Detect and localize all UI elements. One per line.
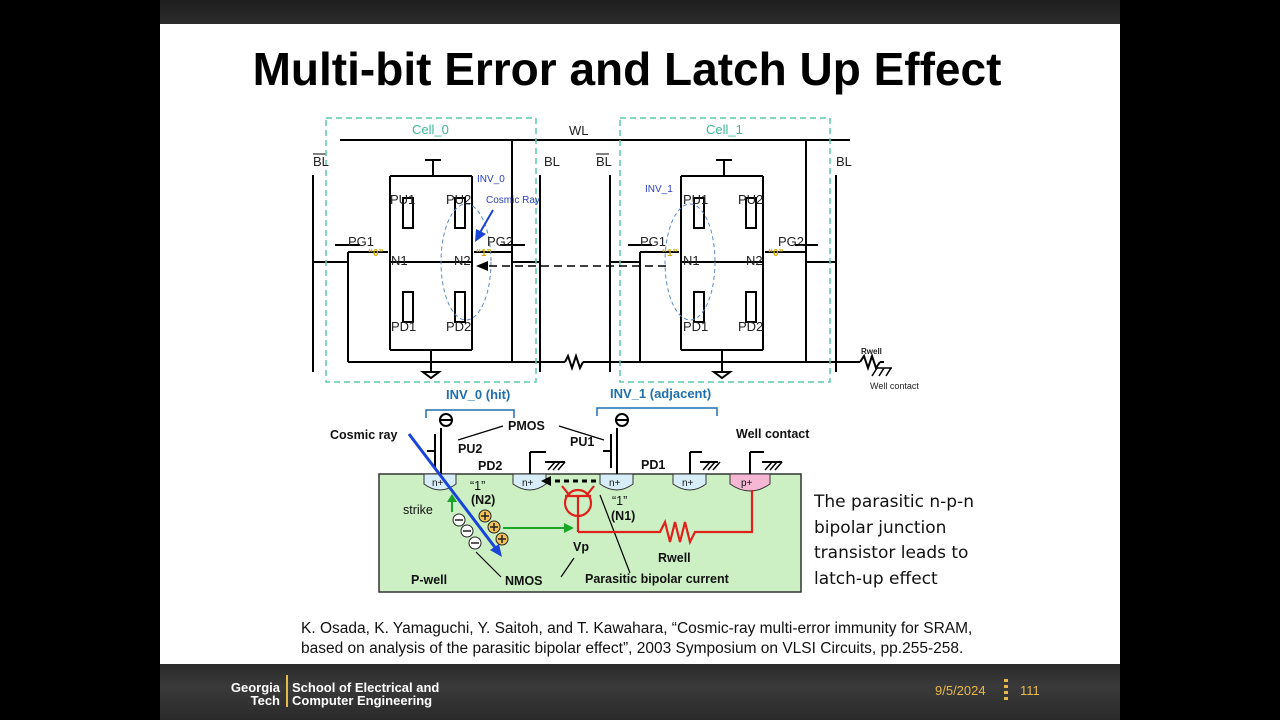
bl-label-1: BL	[836, 154, 852, 169]
n2-cross-label: (N2)	[471, 493, 495, 507]
pd2-cross-label: PD2	[478, 459, 502, 473]
pplus-label: p+	[741, 478, 753, 489]
logo-tech: Tech	[250, 693, 280, 708]
school-logo: Georgia Tech School of Electrical and Co…	[220, 675, 470, 709]
cosmic-ray-label: Cosmic Ray	[486, 195, 540, 206]
reference-line-1: K. Osada, K. Yamaguchi, Y. Saitoh, and T…	[301, 620, 973, 637]
parasitic-current-label: Parasitic bipolar current	[585, 572, 730, 586]
pg1-label-1: PG1	[640, 234, 666, 249]
n1-cross-label: (N1)	[611, 509, 635, 523]
inv-0-outline	[440, 203, 492, 321]
cell-0-box	[325, 117, 537, 383]
pg2-label-1: PG2	[778, 234, 804, 249]
vp-label: Vp	[573, 540, 589, 554]
cosmic-ray-text: Cosmic ray	[330, 428, 397, 442]
footer-separator	[1004, 679, 1008, 703]
n1-label-1: N1	[683, 253, 700, 268]
value-zero-0: “0”	[368, 248, 384, 259]
logo-divider	[286, 675, 288, 707]
cosmic-ray-path	[407, 433, 499, 551]
pg1-label-0: PG1	[348, 234, 374, 249]
value-one-1: “1”	[662, 248, 678, 259]
inv-1-outline	[664, 203, 716, 321]
inv1-label: INV_1	[645, 184, 673, 195]
one-cross-label-1: “1”	[612, 494, 627, 508]
pmos-label: PMOS	[508, 419, 545, 433]
slide: Multi-bit Error and Latch Up Effect	[160, 24, 1120, 664]
wl-label: WL	[569, 123, 589, 138]
logo-georgia: Georgia	[230, 680, 280, 695]
nplus-label: n+	[682, 478, 694, 489]
pd2-label-1: PD2	[738, 319, 763, 334]
cell-1-label: Cell_1	[706, 122, 743, 137]
cell-0-label: Cell_0	[412, 122, 449, 137]
logo-school-line-2: Computer Engineering	[292, 693, 433, 708]
top-bar	[160, 0, 1120, 24]
slide-title: Multi-bit Error and Latch Up Effect	[252, 43, 1002, 95]
pu2-label-1: PU2	[738, 192, 763, 207]
well-contact-cross-label: Well contact	[736, 427, 810, 441]
pu2-label-0: PU2	[446, 192, 471, 207]
pd1-label-0: PD1	[391, 319, 416, 334]
reference: K. Osada, K. Yamaguchi, Y. Saitoh, and T…	[301, 619, 1061, 659]
page-number: 111	[1020, 683, 1040, 698]
pu1-cross-label: PU1	[570, 435, 594, 449]
inv0-hit-label: INV_0 (hit)	[446, 387, 510, 402]
pg2-label-0: PG2	[487, 234, 513, 249]
nplus-region	[599, 473, 634, 491]
pu1-label-1: PU1	[683, 192, 708, 207]
nplus-label: n+	[609, 478, 621, 489]
pd2-label-0: PD2	[446, 319, 471, 334]
bl-label-0: BL	[544, 154, 560, 169]
rwell-label: Rwell	[861, 347, 882, 356]
nplus-region	[512, 473, 547, 491]
reference-line-2: based on analysis of the parasitic bipol…	[301, 640, 964, 657]
pu1-label-0: PU1	[390, 192, 415, 207]
blb-label-0: BL	[313, 154, 329, 169]
pu2-cross-label: PU2	[458, 442, 482, 456]
value-one-0: “1”	[476, 248, 492, 259]
nplus-label: n+	[432, 478, 444, 489]
footer: Georgia Tech School of Electrical and Co…	[160, 664, 1120, 720]
cell-1-box	[619, 117, 831, 383]
pwell-label: P-well	[411, 573, 447, 587]
nplus-region	[672, 473, 707, 491]
footer-date: 9/5/2024	[935, 683, 986, 698]
slide-caption: The parasitic n-p-n bipolar junction tra…	[814, 492, 974, 589]
pd1-label-1: PD1	[683, 319, 708, 334]
inv0-label: INV_0	[477, 174, 505, 185]
blb-label-1: BL	[596, 154, 612, 169]
logo-school-line-1: School of Electrical and	[292, 680, 440, 695]
pd1-cross-label: PD1	[641, 458, 665, 472]
nmos-label: NMOS	[505, 574, 543, 588]
diagram: Cell_0 Cell_1 WL BL BL BL BL PU1 PU2 PG1…	[312, 117, 919, 593]
n2-label-0: N2	[454, 253, 471, 268]
rwell-cross-label: Rwell	[658, 551, 691, 565]
nplus-label: n+	[522, 478, 534, 489]
sram-schematic	[312, 139, 892, 380]
n1-label-0: N1	[391, 253, 408, 268]
value-zero-1: “0”	[768, 248, 784, 259]
well-contact-label: Well contact	[870, 381, 919, 391]
one-cross-label-0: “1”	[470, 479, 485, 493]
strike-label: strike	[403, 503, 433, 517]
n2-label-1: N2	[746, 253, 763, 268]
inv1-adjacent-label: INV_1 (adjacent)	[610, 386, 711, 401]
